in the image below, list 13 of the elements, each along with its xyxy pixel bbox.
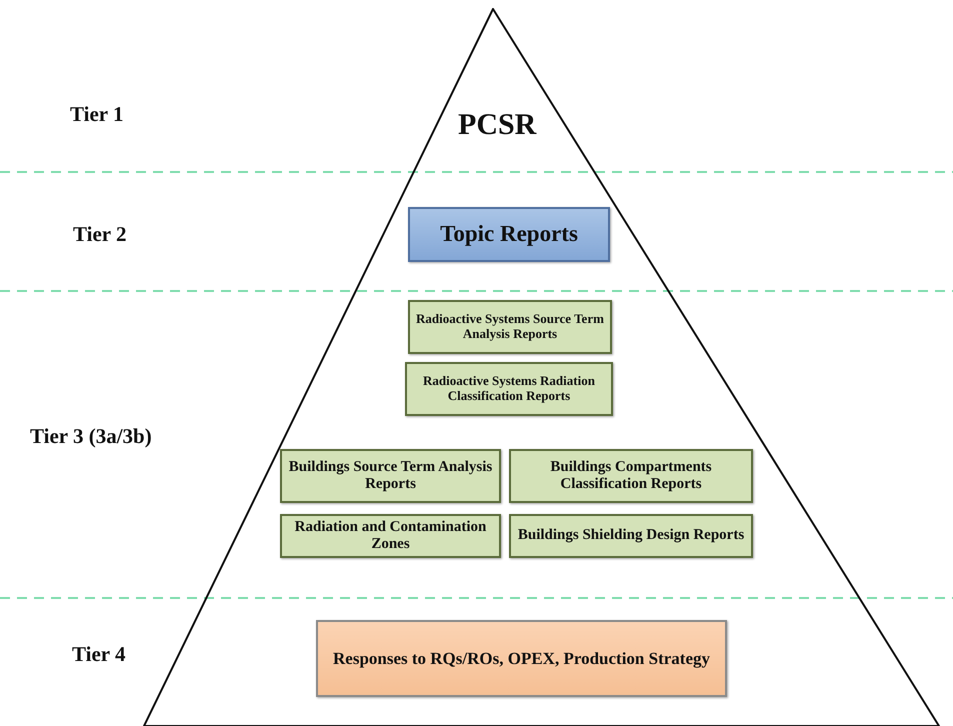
pyramid-title: PCSR [458,108,536,142]
report-box: Topic Reports [408,207,610,262]
tier-label: Tier 3 (3a/3b) [30,424,152,449]
tier-label: Tier 2 [73,222,126,247]
report-box: Radiation and Contamination Zones [280,514,501,558]
report-box: Buildings Compartments Classification Reports [509,449,753,503]
tier-label: Tier 1 [70,102,124,127]
tier-label: Tier 4 [72,642,126,667]
report-box: Responses to RQs/ROs, OPEX, Production Strategy [316,620,727,697]
report-box: Buildings Shielding Design Reports [509,514,753,558]
report-box: Radioactive Systems Source Term Analysis Reports [408,300,612,354]
report-box: Radioactive Systems Radiation Classification Reports [405,362,613,416]
report-box: Buildings Source Term Analysis Reports [280,449,501,503]
